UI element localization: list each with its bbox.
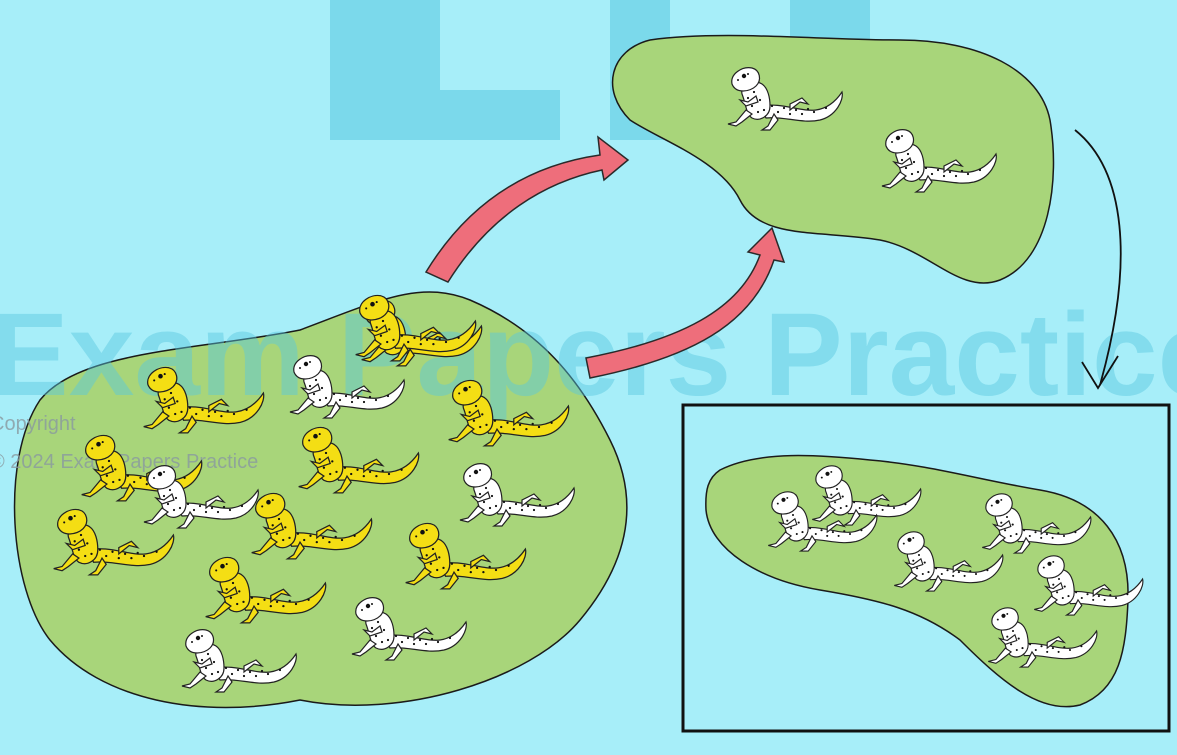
watermark-copyright-line1: Copyright <box>0 413 76 435</box>
watermark-logo-bar <box>330 90 560 140</box>
watermark-copyright-line2: © 2024 Exam Papers Practice <box>0 451 258 473</box>
